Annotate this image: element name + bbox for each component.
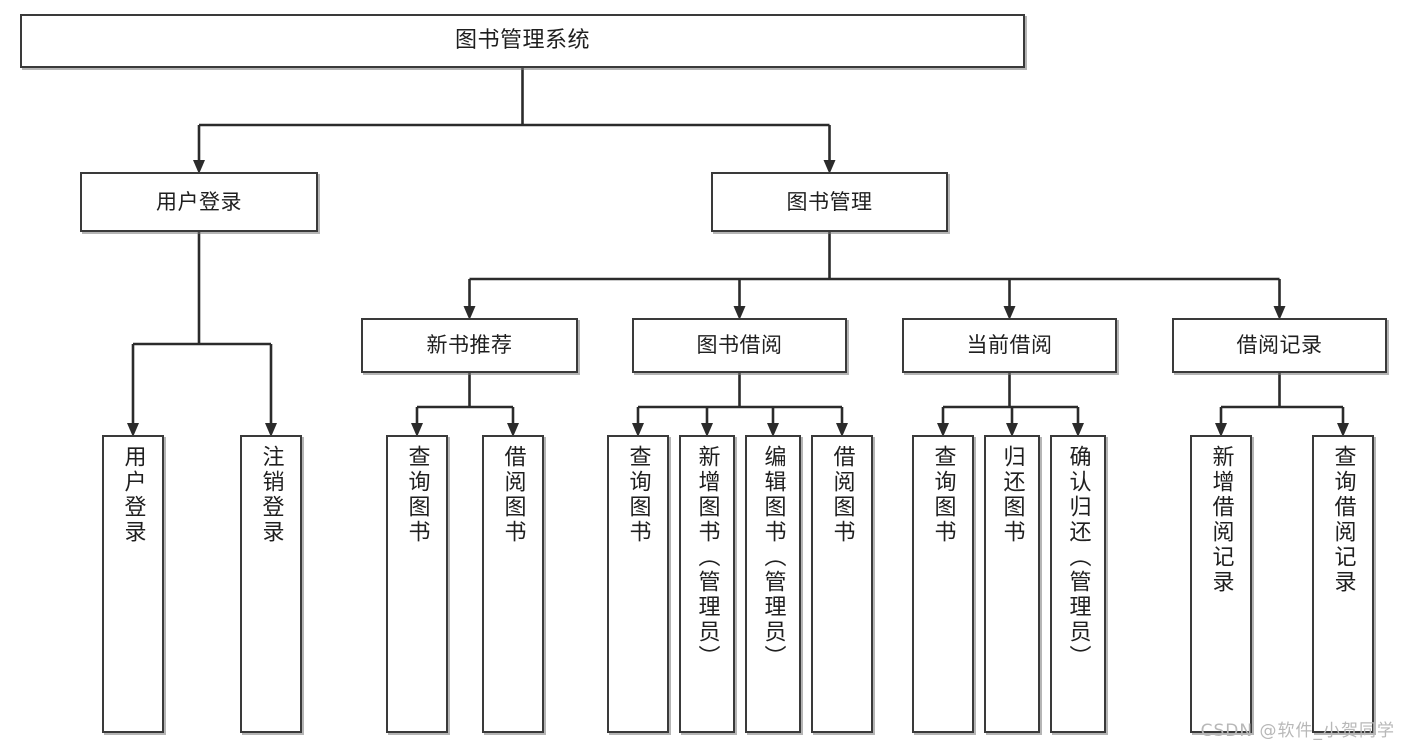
node-label: 图书借阅 [696,333,783,358]
node-l-querybook2[interactable]: 查询图书 [607,435,669,733]
node-l-addbook[interactable]: 新增图书（管理员） [679,435,735,733]
node-borrow[interactable]: 图书借阅 [632,318,847,373]
node-l-queryrecord[interactable]: 查询借阅记录 [1312,435,1374,733]
node-label: 借阅图书 [829,445,855,545]
node-l-editbook[interactable]: 编辑图书（管理员） [745,435,801,733]
node-label: 用户登录 [120,445,146,545]
watermark-label: CSDN @软件_小贺同学 [1200,721,1395,741]
node-newbook[interactable]: 新书推荐 [361,318,578,373]
node-current[interactable]: 当前借阅 [902,318,1117,373]
node-label: 查询图书 [625,445,651,545]
node-label: 归还图书 [999,445,1025,545]
node-label: 查询借阅记录 [1330,445,1356,595]
node-label: 查询图书 [404,445,430,545]
node-label: 当前借阅 [966,333,1053,358]
node-l-userlogin[interactable]: 用户登录 [102,435,164,733]
node-label: 借阅图书 [500,445,526,545]
node-label: 查询图书 [930,445,956,545]
node-l-borrowbook2[interactable]: 借阅图书 [811,435,873,733]
node-label: 用户登录 [156,189,242,214]
node-label: 注销登录 [258,445,284,545]
node-label: 新增图书（管理员） [694,445,720,670]
node-l-borrowbook1[interactable]: 借阅图书 [482,435,544,733]
node-l-logout[interactable]: 注销登录 [240,435,302,733]
node-l-querybook3[interactable]: 查询图书 [912,435,974,733]
node-l-returnbook[interactable]: 归还图书 [984,435,1040,733]
node-label: 图书管理 [786,189,873,214]
node-label: 编辑图书（管理员） [760,445,786,670]
node-login[interactable]: 用户登录 [80,172,318,232]
node-l-addrecord[interactable]: 新增借阅记录 [1190,435,1252,733]
node-l-confirm[interactable]: 确认归还（管理员） [1050,435,1106,733]
node-label: 借阅记录 [1236,333,1323,358]
node-label: 新书推荐 [426,333,513,358]
node-label: 确认归还（管理员） [1065,445,1091,670]
node-l-querybook1[interactable]: 查询图书 [386,435,448,733]
node-label: 新增借阅记录 [1208,445,1234,595]
node-root[interactable]: 图书管理系统 [20,14,1025,68]
node-bookmgmt[interactable]: 图书管理 [711,172,948,232]
node-records[interactable]: 借阅记录 [1172,318,1387,373]
node-label: 图书管理系统 [454,28,590,54]
